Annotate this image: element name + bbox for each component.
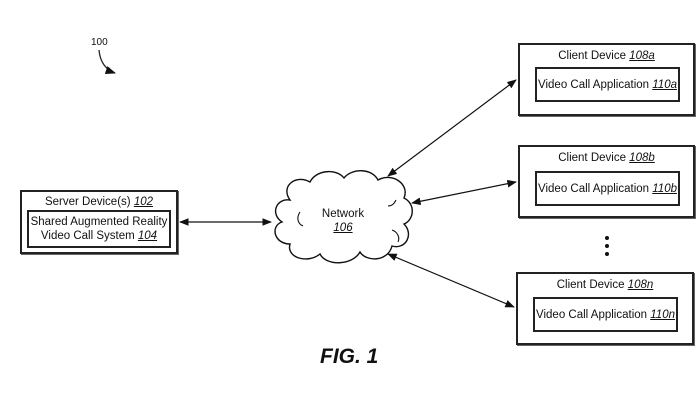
network-client-a-link [387,79,517,177]
server-device-box: Server Device(s) 102 Shared Augmented Re… [20,190,178,254]
network-label: Network 106 [321,208,365,234]
video-call-application-box: Video Call Application 110a [535,67,680,102]
figure-caption: FIG. 1 [320,345,379,368]
ar-video-call-system-box: Shared Augmented Reality Video Call Syst… [27,210,171,248]
client-device-title: Client Device 108a [558,50,655,62]
network-cloud [274,170,413,264]
video-call-application-box: Video Call Application 110b [535,171,680,206]
network-client-b-link [411,179,517,206]
client-device-box: Client Device 108n Video Call Applicatio… [516,272,694,345]
network-client-n-link [387,253,515,308]
client-device-title: Client Device 108n [556,279,654,291]
video-call-application-box: Video Call Application 110n [533,297,678,332]
server-device-title: Server Device(s) 102 [44,196,154,208]
figure-ref-number: 100 [91,37,108,48]
client-device-box: Client Device 108a Video Call Applicatio… [518,43,695,116]
client-device-box: Client Device 108b Video Call Applicatio… [518,145,695,218]
more-clients-ellipsis [603,236,611,256]
ref-100-arrow [98,49,116,74]
client-device-title: Client Device 108b [558,152,655,164]
